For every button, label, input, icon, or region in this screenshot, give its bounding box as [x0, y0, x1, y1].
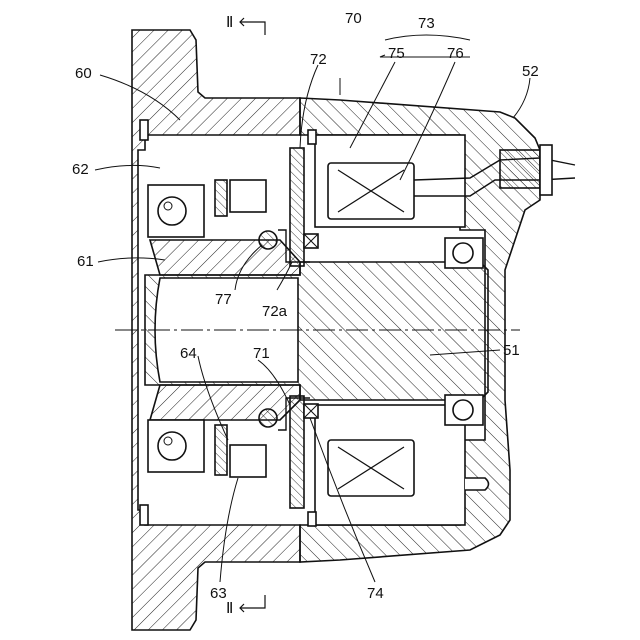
label-71: 71 — [253, 345, 270, 362]
connector — [500, 150, 540, 188]
ball-bottom-left — [158, 432, 186, 460]
label-77: 77 — [215, 291, 232, 308]
label-75: 75 — [388, 45, 405, 62]
pin-77-bottom — [259, 409, 277, 427]
label-63: 63 — [210, 585, 227, 602]
label-62: 62 — [72, 161, 89, 178]
label-73: 73 — [418, 15, 435, 32]
label-72a: 72a — [262, 303, 288, 320]
label-51: 51 — [503, 342, 520, 359]
hub-61 — [150, 240, 300, 275]
ball-top-left — [158, 197, 186, 225]
boss — [465, 478, 489, 490]
label-76: 76 — [447, 45, 464, 62]
section-mark-top: Ⅱ — [226, 15, 233, 31]
label-60: 60 — [75, 65, 92, 82]
label-61: 61 — [77, 253, 94, 270]
roller-63-bottom — [230, 445, 266, 477]
pin-77-top — [259, 231, 277, 249]
label-64: 64 — [180, 345, 197, 362]
section-mark-bottom: Ⅱ — [226, 601, 233, 617]
roller-63-top — [230, 180, 266, 212]
label-74: 74 — [367, 585, 384, 602]
label-52: 52 — [522, 63, 539, 80]
label-72: 72 — [310, 51, 327, 68]
armature-72 — [290, 148, 304, 266]
label-70: 70 — [345, 10, 362, 27]
armature-71 — [290, 396, 304, 508]
